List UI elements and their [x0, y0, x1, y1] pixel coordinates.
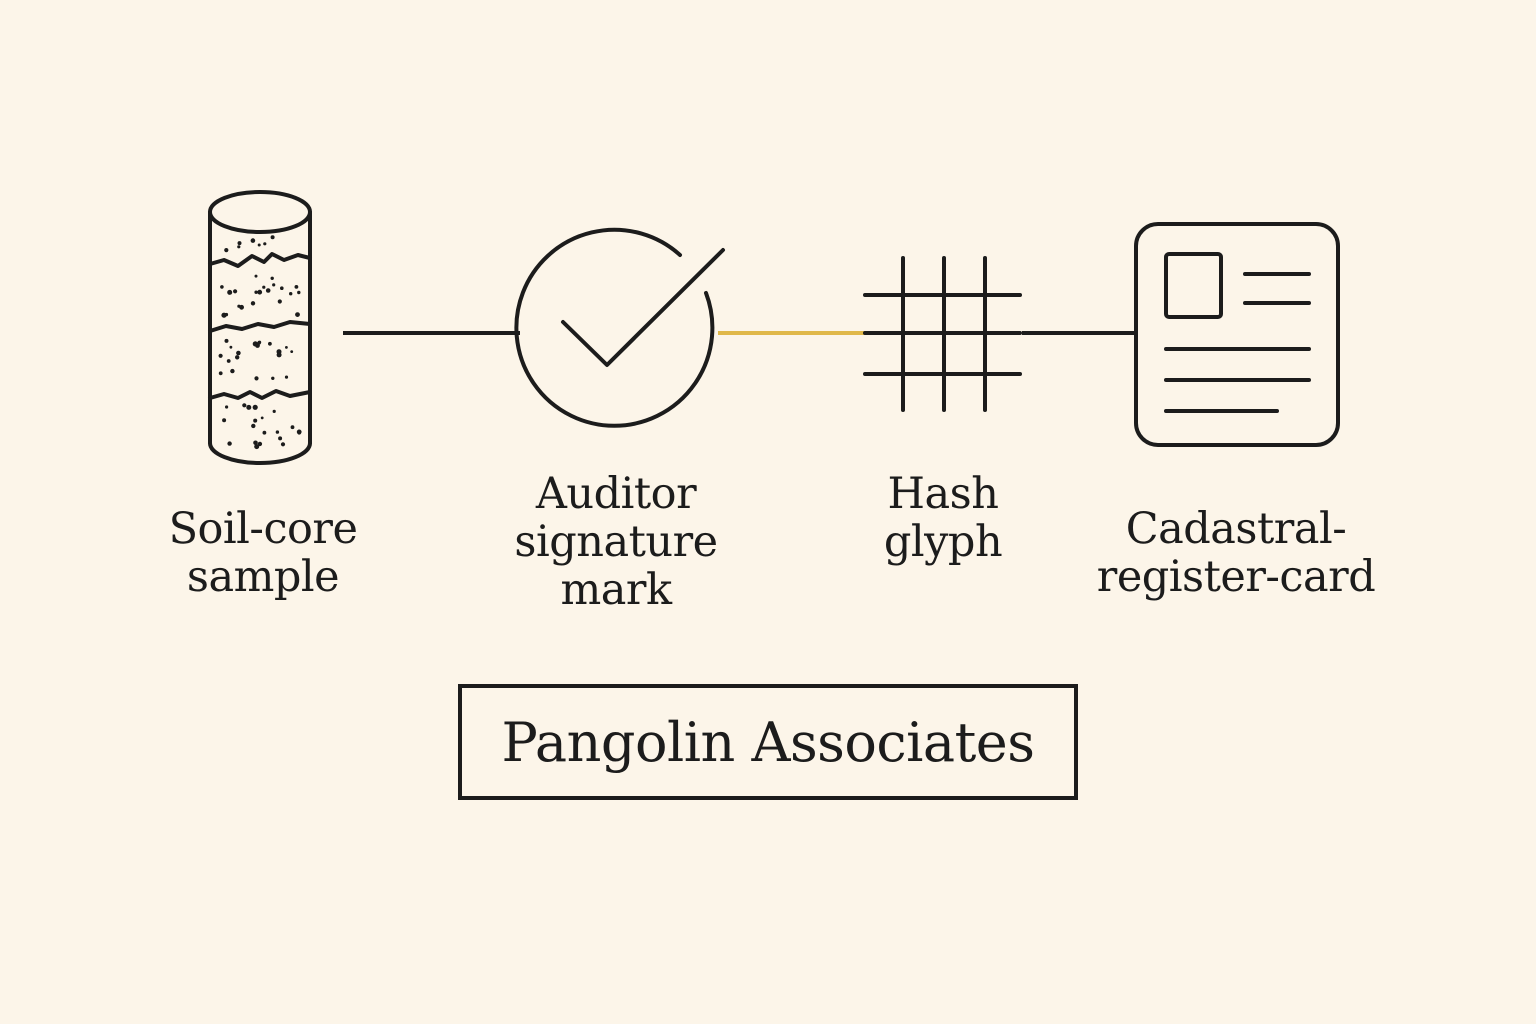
- hash-grid-icon: [863, 256, 1022, 412]
- soil-speckle: [254, 290, 258, 294]
- soil-speckle: [230, 368, 235, 374]
- soil-speckle: [280, 442, 286, 447]
- soil-speckle: [289, 292, 293, 296]
- soil-speckle: [252, 404, 258, 410]
- label-line: Cadastral-: [1125, 504, 1347, 554]
- label-cadastral-register-card: Cadastral- register-card: [1066, 505, 1406, 601]
- soil-speckle: [250, 238, 256, 243]
- soil-speckle: [253, 440, 258, 446]
- soil-speckle: [220, 285, 224, 289]
- label-line: register-card: [1096, 552, 1376, 602]
- soil-speckle: [277, 299, 282, 304]
- soil-speckle: [225, 405, 229, 409]
- soil-speckle: [233, 289, 238, 294]
- soil-speckle: [272, 409, 276, 413]
- soil-speckle: [280, 286, 284, 291]
- soil-speckle: [239, 304, 245, 310]
- soil-speckle: [251, 423, 256, 429]
- label-auditor-signature-mark: Auditor signature mark: [446, 470, 786, 614]
- organization-nameplate: Pangolin Associates: [458, 684, 1078, 800]
- soil-speckle: [257, 341, 261, 345]
- soil-speckle: [276, 352, 282, 358]
- soil-core-icon: [208, 190, 312, 465]
- soil-speckle: [254, 376, 259, 381]
- soil-speckle: [226, 359, 231, 363]
- label-soil-core-sample: Soil-core sample: [93, 505, 433, 601]
- soil-speckle: [246, 404, 252, 410]
- soil-speckle: [257, 289, 263, 295]
- label-line: signature: [514, 517, 718, 567]
- soil-speckle: [237, 245, 241, 249]
- soil-speckle: [284, 375, 289, 379]
- soil-speckle: [271, 376, 275, 380]
- soil-speckle: [227, 441, 232, 446]
- soil-speckle: [254, 444, 260, 450]
- soil-speckle: [270, 276, 274, 280]
- soil-speckle: [270, 235, 275, 240]
- soil-speckle: [236, 350, 241, 356]
- soil-speckle: [224, 312, 229, 317]
- soil-speckle: [268, 341, 272, 346]
- soil-speckle: [295, 312, 300, 317]
- soil-speckle: [227, 289, 233, 295]
- soil-speckle: [257, 441, 263, 447]
- soil-speckle: [272, 283, 276, 287]
- soil-speckle: [263, 242, 267, 246]
- soil-speckle: [262, 285, 266, 289]
- soil-speckle: [218, 353, 223, 358]
- register-card-icon: [1134, 222, 1340, 447]
- label-line: sample: [186, 552, 340, 602]
- soil-speckle: [250, 301, 256, 306]
- soil-speckle: [237, 241, 242, 246]
- soil-speckle: [254, 274, 258, 278]
- label-line: Hash: [887, 469, 999, 519]
- soil-speckle: [224, 338, 229, 343]
- soil-speckle: [290, 425, 295, 430]
- soil-speckle: [224, 248, 229, 253]
- soil-speckle: [285, 346, 288, 349]
- soil-speckle: [262, 430, 267, 435]
- soil-speckle: [222, 418, 227, 423]
- organization-name: Pangolin Associates: [501, 710, 1035, 774]
- soil-speckle: [297, 290, 301, 295]
- label-line: Auditor: [535, 469, 697, 519]
- soil-speckle: [235, 355, 240, 360]
- soil-speckle: [265, 288, 271, 293]
- soil-speckle: [297, 431, 301, 435]
- soil-speckle: [290, 350, 294, 353]
- soil-speckle: [260, 416, 264, 420]
- auditor-check-icon: [514, 227, 725, 428]
- soil-speckle: [257, 243, 261, 247]
- soil-speckle: [253, 418, 258, 423]
- soil-speckle: [278, 436, 283, 441]
- label-line: glyph: [883, 517, 1003, 567]
- label-hash-glyph: Hash glyph: [773, 470, 1113, 566]
- label-line: Soil-core: [168, 504, 358, 554]
- soil-speckle: [229, 345, 233, 349]
- soil-speckle: [294, 285, 299, 289]
- soil-speckle: [275, 430, 280, 434]
- label-line: mark: [560, 565, 672, 615]
- soil-speckle: [242, 403, 247, 408]
- soil-speckle: [218, 371, 223, 376]
